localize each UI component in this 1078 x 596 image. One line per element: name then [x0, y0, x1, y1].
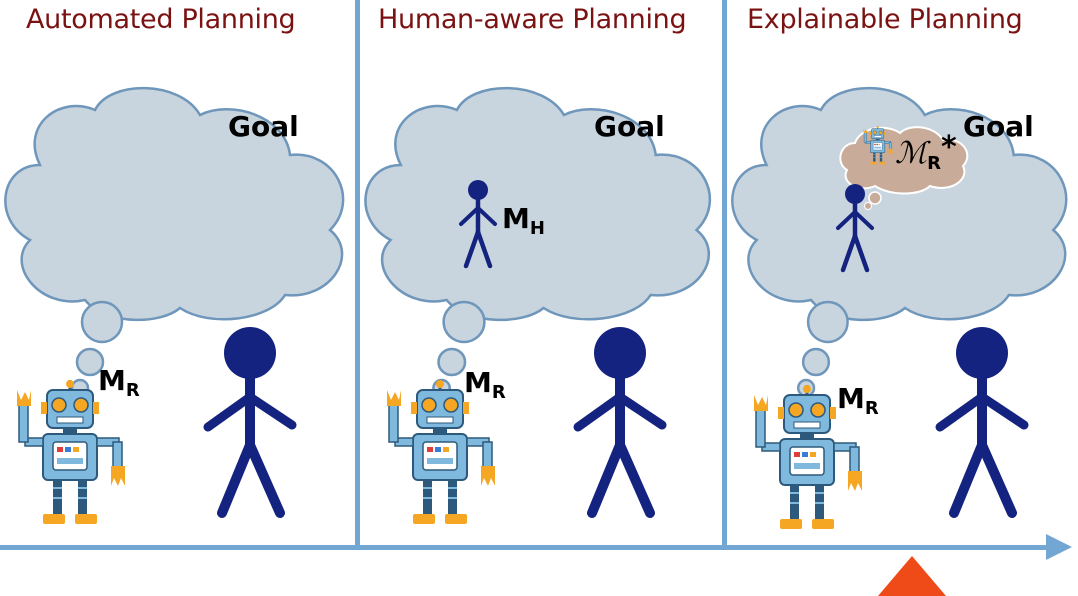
- panel-divider: [355, 0, 360, 550]
- panel-title: Explainable Planning: [747, 4, 1023, 35]
- human-figure-icon: [836, 184, 874, 273]
- panel-title: Human-aware Planning: [378, 4, 687, 35]
- goal-label: Goal: [963, 110, 1034, 143]
- panel-explainable-planning: Explainable Planning ℳR* Goal MR: [727, 0, 1078, 548]
- timeline-axis: [0, 545, 1052, 550]
- timeline-arrow-icon: [1046, 534, 1072, 560]
- thought-cloud-icon: [364, 86, 712, 398]
- goal-label: Goal: [228, 110, 299, 143]
- panel-human-aware-planning: Human-aware Planning Goal MH MR: [360, 0, 722, 548]
- robot-icon: [17, 380, 125, 524]
- panel-divider: [722, 0, 727, 550]
- thought-cloud-icon: [731, 86, 1068, 398]
- nested-model-label: ℳR*: [895, 130, 957, 174]
- panel-automated-planning: Automated Planning Goal MR: [0, 0, 355, 548]
- robot-model-label: MR: [464, 366, 506, 403]
- thought-cloud-icon: [4, 86, 345, 398]
- robot-icon: [387, 380, 495, 524]
- human-figure-icon: [459, 180, 497, 269]
- human-model-label: MH: [502, 202, 545, 239]
- goal-label: Goal: [594, 110, 665, 143]
- human-figure-icon: [935, 327, 1029, 518]
- triangle-marker-icon: [878, 556, 946, 596]
- robot-model-label: MR: [98, 364, 140, 401]
- panel-title: Automated Planning: [26, 4, 296, 35]
- robot-icon: [754, 385, 862, 529]
- human-figure-icon: [203, 327, 297, 518]
- robot-model-label: MR: [837, 382, 879, 419]
- human-figure-icon: [573, 327, 667, 518]
- mini-robot-icon: [863, 126, 893, 165]
